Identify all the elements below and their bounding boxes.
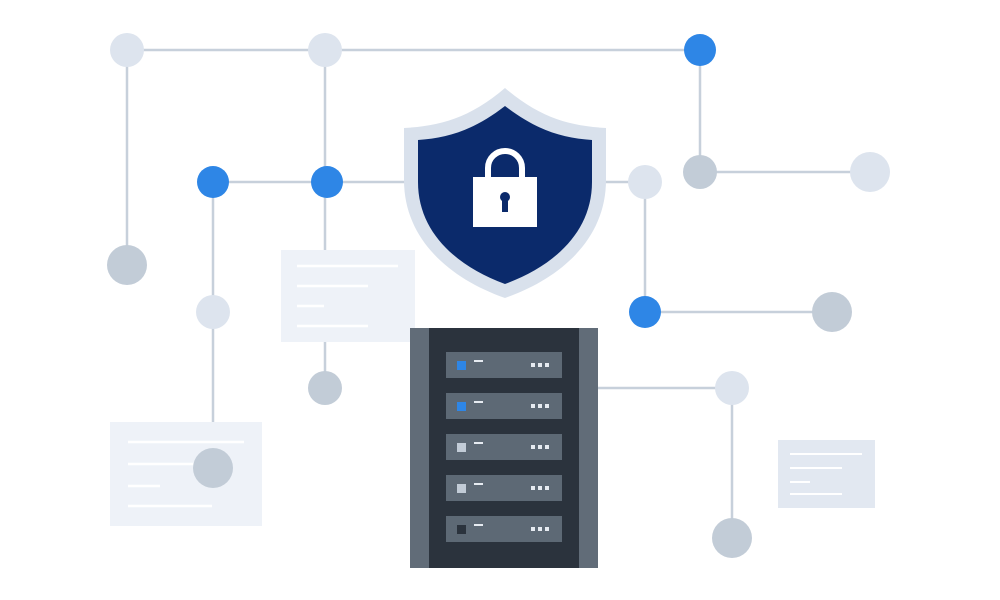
server-unit — [446, 475, 562, 501]
network-node — [850, 152, 890, 192]
network-node — [193, 448, 233, 488]
network-node — [715, 371, 749, 405]
network-node — [110, 33, 144, 67]
server-unit — [446, 434, 562, 460]
document-card — [778, 440, 875, 508]
server-unit — [446, 516, 562, 542]
network-node-active — [629, 296, 661, 328]
network-node — [683, 155, 717, 189]
status-indicator — [457, 525, 466, 534]
network-node-active — [197, 166, 229, 198]
network-node — [712, 518, 752, 558]
network-node-active — [684, 34, 716, 66]
network-node — [196, 295, 230, 329]
status-indicator — [457, 443, 466, 452]
status-indicator — [457, 402, 466, 411]
server-unit — [446, 393, 562, 419]
network-node — [308, 371, 342, 405]
server-rack — [410, 328, 598, 568]
document-card — [281, 250, 415, 342]
status-indicator — [457, 484, 466, 493]
network-node — [812, 292, 852, 332]
network-nodes — [107, 33, 890, 558]
server-unit — [446, 352, 562, 378]
padlock-icon — [473, 147, 537, 227]
network-node — [308, 33, 342, 67]
network-node — [107, 245, 147, 285]
network-node — [628, 165, 662, 199]
network-node-active — [311, 166, 343, 198]
document-card — [110, 422, 262, 526]
status-indicator — [457, 361, 466, 370]
